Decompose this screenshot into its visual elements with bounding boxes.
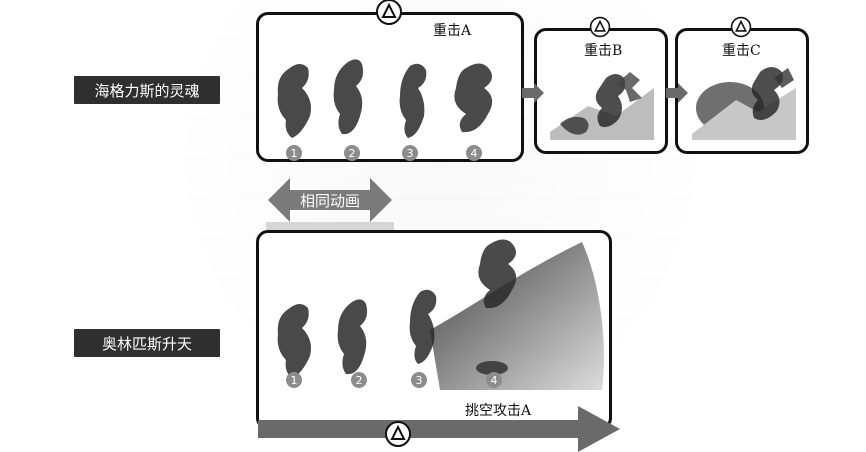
same-animation-label-wrap: 相同动画: [268, 178, 392, 222]
step-badge: 1: [286, 145, 302, 161]
right-arrow-icon: [666, 83, 688, 103]
right-arrow-icon: [258, 406, 620, 452]
combo-label-olympus-ascend: 奥林匹斯升天: [74, 329, 220, 357]
panel-title-c: 重击C: [722, 43, 761, 59]
combo-figure-sequence-top: [277, 59, 493, 138]
step-badge: 2: [351, 372, 367, 388]
step-badge: 4: [486, 372, 502, 388]
right-arrow-icon: [522, 83, 544, 103]
step-badge: 1: [286, 372, 302, 388]
triangle-button-icon: [730, 16, 752, 38]
triangle-button-icon: [376, 0, 402, 25]
combo-label-text: 奥林匹斯升天: [101, 334, 192, 353]
step-badge: 3: [402, 145, 418, 161]
triangle-button-icon: [385, 421, 411, 447]
step-badge: 3: [411, 372, 427, 388]
same-animation-label: 相同动画: [299, 191, 360, 210]
panel-title-b: 重击B: [584, 43, 623, 59]
same-animation-double-arrow: [268, 178, 392, 222]
combo-label-hercules-soul: 海格力斯的灵魂: [74, 76, 220, 104]
panel-title-a: 重击A: [433, 23, 472, 39]
step-badge: 4: [466, 145, 482, 161]
step-badge: 2: [344, 145, 360, 161]
launch-attack-label: 挑空攻击A: [465, 403, 532, 419]
panel-b-artwork: [550, 72, 654, 140]
combo-label-text: 海格力斯的灵魂: [94, 81, 200, 100]
triangle-button-icon: [589, 16, 611, 38]
combo-figure-sequence-bottom: [277, 239, 604, 390]
panel-c-artwork: [692, 67, 796, 140]
